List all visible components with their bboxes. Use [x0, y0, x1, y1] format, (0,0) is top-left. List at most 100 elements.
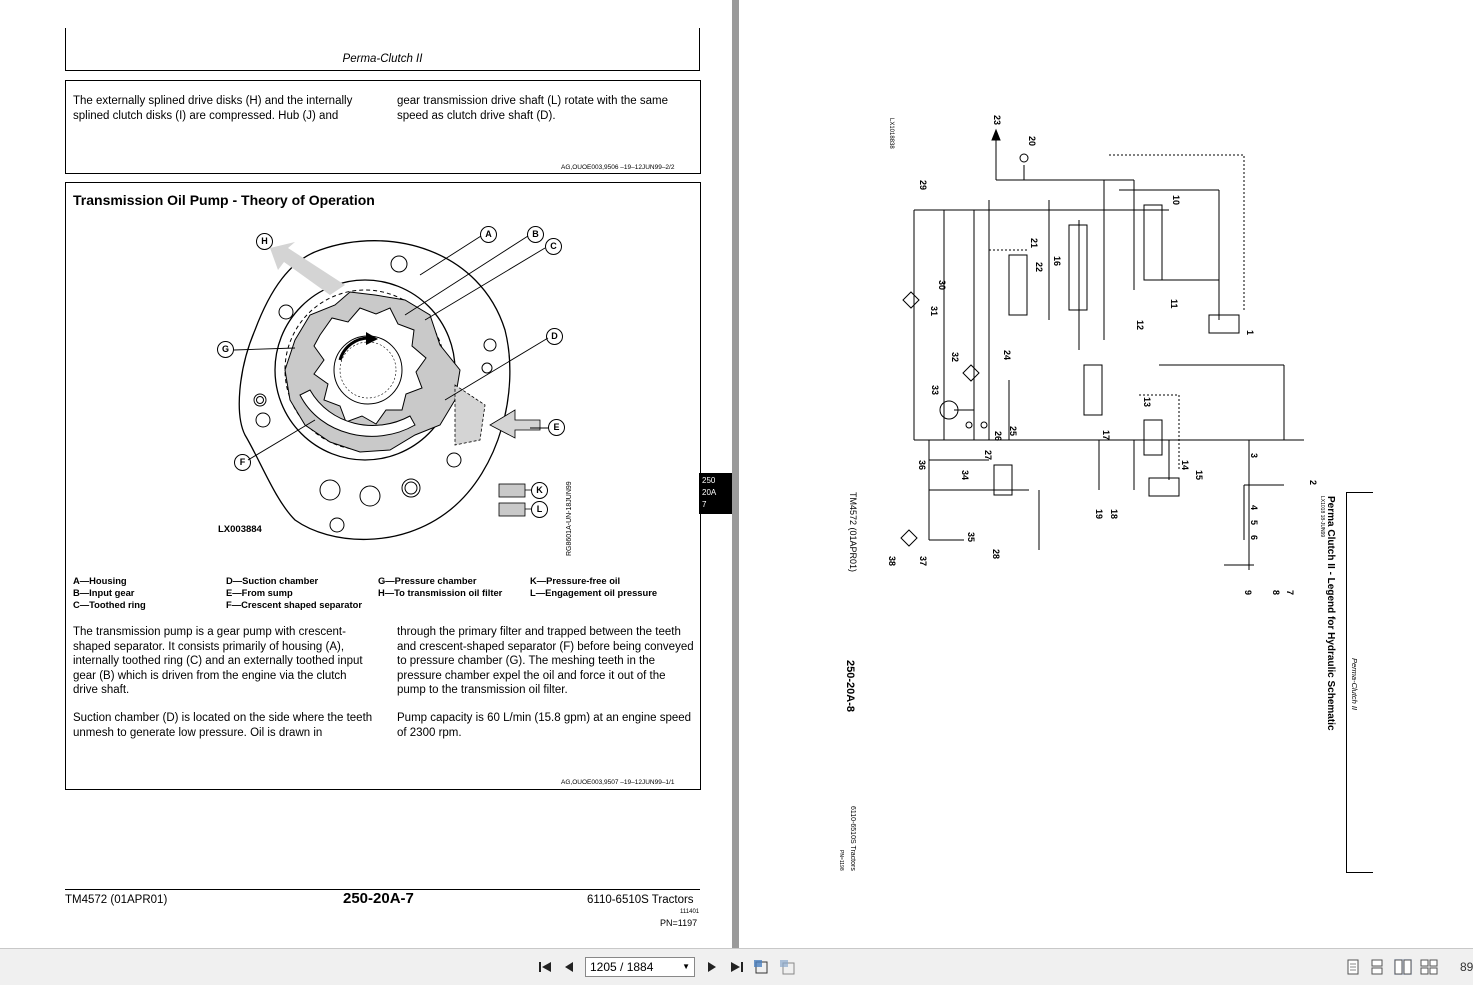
comp-18: 18 — [1109, 509, 1119, 520]
callout-D: D — [546, 328, 563, 345]
dropdown-caret-icon: ▼ — [682, 962, 690, 971]
body-col1-p2: Suction chamber (D) is located on the si… — [73, 712, 373, 739]
running-head: Perma-Clutch II — [342, 53, 423, 65]
comp-3: 3 — [1249, 453, 1259, 459]
zoom-level[interactable]: 89 — [1460, 960, 1473, 974]
continuous-view-icon[interactable] — [1368, 959, 1386, 975]
prev-page-icon[interactable] — [559, 957, 579, 977]
rot-page-number: 250-20A-8 — [844, 660, 856, 712]
comp-28: 28 — [991, 549, 1001, 560]
comp-13: 13 — [1142, 397, 1152, 408]
comp-2: 2 — [1308, 480, 1318, 486]
footer-rule — [65, 889, 700, 890]
header-rule-right — [699, 28, 700, 70]
fit-page-icon[interactable] — [752, 957, 772, 977]
page-number-field[interactable]: 1205 / 1884 ▼ — [585, 957, 695, 977]
legend-col-3: G—Pressure chamber H—To transmission oil… — [378, 575, 503, 598]
comp-32: 32 — [950, 352, 960, 363]
comp-26: 26 — [993, 431, 1003, 442]
side-tab: 250 20A 7 — [699, 473, 732, 514]
footer-page-number: 250-20A-7 — [343, 890, 414, 907]
body-col2-p2: Pump capacity is 60 L/min (15.8 gpm) at … — [397, 712, 692, 739]
figure-id: LX003884 — [218, 524, 262, 535]
comp-1: 1 — [1245, 330, 1255, 336]
legend-col-4: K—Pressure-free oil L—Engagement oil pre… — [530, 575, 658, 598]
right-frame-top — [1346, 492, 1373, 493]
fit-width-icon[interactable] — [778, 957, 798, 977]
comp-38: 38 — [887, 556, 897, 567]
comp-10: 10 — [1171, 195, 1181, 206]
comp-25: 25 — [1008, 426, 1018, 437]
next-page-icon[interactable] — [702, 957, 722, 977]
callout-G: G — [217, 341, 234, 358]
comp-8: 8 — [1271, 590, 1281, 596]
section1-col1: The externally splined drive disks (H) a… — [73, 95, 353, 122]
comp-16: 16 — [1052, 256, 1062, 267]
comp-31: 31 — [929, 306, 939, 317]
legend-col-1: A—Housing B—Input gear C—Toothed ring — [73, 575, 146, 610]
callout-H: H — [256, 233, 273, 250]
hydraulic-schematic — [900, 128, 1304, 570]
section-title: Transmission Oil Pump - Theory of Operat… — [73, 192, 375, 208]
continuous-facing-view-icon[interactable] — [1420, 959, 1438, 975]
comp-12: 12 — [1135, 320, 1145, 331]
comp-36: 36 — [917, 460, 927, 471]
section-frame-1 — [65, 80, 701, 174]
pump-figure — [233, 235, 549, 541]
comp-27: 27 — [983, 450, 993, 461]
document-page-right: 23 20 10 29 21 22 16 30 31 11 12 1 24 32… — [739, 0, 1473, 948]
footer-date-code: 111401 — [680, 909, 700, 915]
right-frame-bottom — [1346, 872, 1373, 873]
page-indicator: 1205 / 1884 — [590, 960, 654, 974]
figure-side-code: RG8601A-UN-18JUN99 — [566, 481, 573, 556]
body-col1-p1: The transmission pump is a gear pump wit… — [73, 626, 363, 697]
document-page-left: Perma-Clutch II The externally splined d… — [0, 0, 732, 948]
callout-F: F — [234, 454, 251, 471]
rot-legend-code: LX1018 18-JUN99 — [1319, 496, 1325, 538]
callout-E: E — [548, 419, 565, 436]
rot-running-head: Perma-Clutch II — [1350, 658, 1359, 711]
comp-33: 33 — [930, 385, 940, 396]
comp-34: 34 — [960, 470, 970, 481]
right-frame-rule — [1346, 492, 1347, 873]
footer-pn: PN=1197 — [660, 918, 698, 928]
body-col2-p1: through the primary filter and trapped b… — [397, 626, 694, 697]
comp-24: 24 — [1002, 350, 1012, 361]
rot-pn: PN=1198 — [838, 850, 844, 871]
comp-4: 4 — [1249, 505, 1259, 511]
facing-view-icon[interactable] — [1394, 959, 1412, 975]
comp-11: 11 — [1169, 299, 1179, 309]
callout-A: A — [480, 226, 497, 243]
viewer-toolbar: 1205 / 1884 ▼ 89 — [0, 948, 1473, 985]
comp-37: 37 — [918, 556, 928, 567]
comp-22: 22 — [1034, 262, 1044, 273]
section1-col2: gear transmission drive shaft (L) rotate… — [397, 95, 669, 122]
footer-manual: TM4572 (01APR01) — [65, 894, 168, 906]
rot-manual: TM4572 (01APR01) — [848, 492, 858, 573]
rot-legend-title: Perma Clutch II - Legend for Hydraulic S… — [1325, 496, 1336, 731]
header-rule-bottom — [65, 70, 700, 71]
comp-5: 5 — [1249, 520, 1259, 526]
schematic-figure-id: LX1018838 — [888, 118, 894, 149]
comp-30: 30 — [937, 280, 947, 291]
first-page-icon[interactable] — [535, 957, 555, 977]
comp-20: 20 — [1027, 136, 1037, 147]
callout-B: B — [527, 226, 544, 243]
single-page-view-icon[interactable] — [1344, 959, 1362, 975]
rot-model: 6110-6510S Tractors — [849, 806, 856, 871]
comp-23: 23 — [992, 115, 1002, 126]
comp-29: 29 — [918, 180, 928, 191]
callout-K: K — [531, 482, 548, 499]
comp-7: 7 — [1285, 590, 1295, 596]
footer-model: 6110-6510S Tractors — [587, 894, 694, 906]
last-page-icon[interactable] — [727, 957, 747, 977]
callout-C: C — [545, 238, 562, 255]
header-rule-left — [65, 28, 66, 70]
comp-9: 9 — [1243, 590, 1253, 596]
comp-21: 21 — [1029, 238, 1039, 249]
comp-19: 19 — [1094, 509, 1104, 520]
comp-17: 17 — [1101, 430, 1111, 441]
legend-col-2: D—Suction chamber E—From sump F—Crescent… — [226, 575, 362, 610]
callout-L: L — [531, 501, 548, 518]
comp-15: 15 — [1194, 470, 1204, 481]
